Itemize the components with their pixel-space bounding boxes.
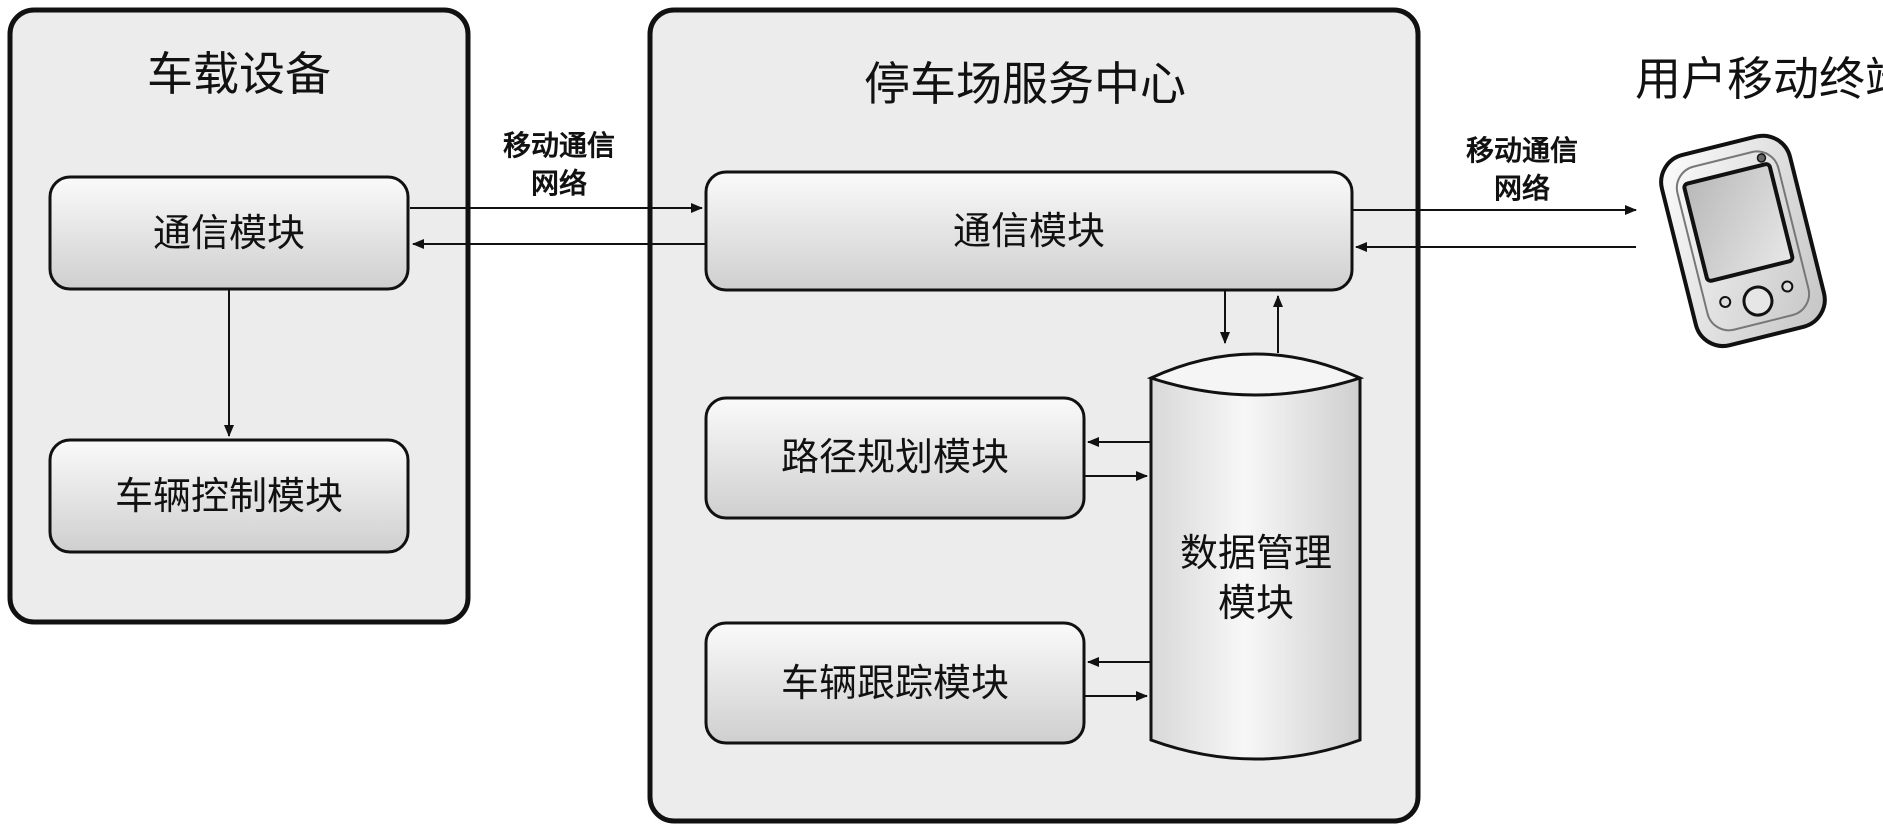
data-management-label-line1: 数据管理 — [1180, 531, 1332, 575]
left-network-label-line2: 网络 — [531, 167, 587, 200]
route-planning-module-label: 路径规划模块 — [781, 435, 1009, 479]
data-management-module: 数据管理 模块 — [1151, 354, 1360, 759]
vehicle-equipment-title: 车载设备 — [147, 47, 331, 101]
mobile-phone-icon — [1655, 130, 1830, 352]
vehicle-comm-module-label: 通信模块 — [153, 211, 305, 255]
center-comm-module-label: 通信模块 — [953, 209, 1105, 253]
right-network-label-line1: 移动通信 — [1466, 134, 1578, 167]
left-network-label-line1: 移动通信 — [503, 129, 615, 162]
service-center-group: 停车场服务中心 通信模块 路径规划模块 车辆跟踪模块 数据管理 模块 — [650, 10, 1418, 821]
user-mobile-terminal-group: 用户移动终端 — [1635, 52, 1883, 352]
vehicle-equipment-group: 车载设备 通信模块 车辆控制模块 — [10, 10, 468, 622]
vehicle-tracking-module-label: 车辆跟踪模块 — [781, 661, 1009, 705]
vehicle-control-module-label: 车辆控制模块 — [115, 474, 343, 518]
user-mobile-terminal-title: 用户移动终端 — [1635, 52, 1883, 106]
service-center-title: 停车场服务中心 — [864, 57, 1186, 111]
right-network-label-line2: 网络 — [1494, 172, 1550, 205]
data-management-label-line2: 模块 — [1218, 581, 1294, 625]
